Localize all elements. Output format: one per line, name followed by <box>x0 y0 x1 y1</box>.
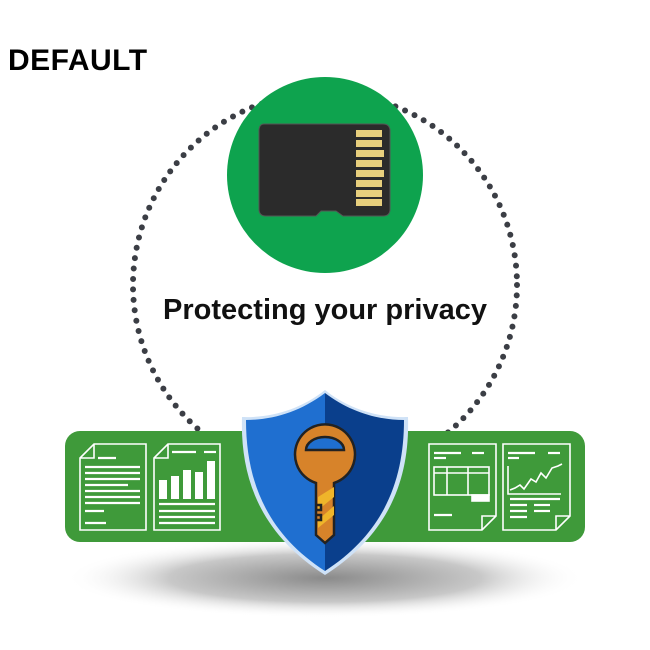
floor-shadow <box>65 538 585 618</box>
headline: Protecting your privacy <box>163 294 487 326</box>
bar-chart-document-icon <box>153 443 221 531</box>
text-document-icon <box>79 443 147 531</box>
default-label: DEFAULT <box>8 44 148 77</box>
table-document-icon <box>428 443 497 531</box>
line-chart-document-icon <box>502 443 571 531</box>
key-icon <box>293 423 357 545</box>
microsd-card-icon <box>258 123 391 217</box>
